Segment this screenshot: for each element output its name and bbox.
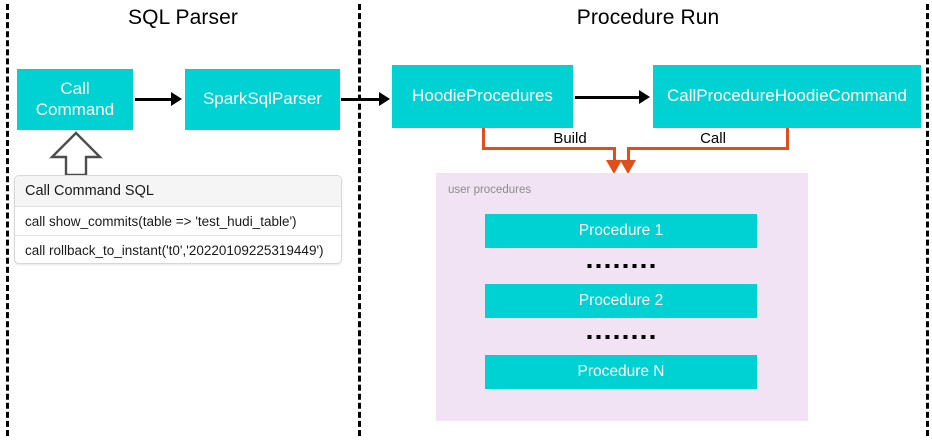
node-spark-sql-parser[interactable]: SparkSqlParser	[185, 69, 340, 130]
procedure-bar-1-label: Procedure 1	[578, 222, 664, 239]
procedure-ellipsis-1	[587, 264, 655, 268]
connector-call-arrow-head	[620, 160, 636, 174]
connector-build-horizontal	[482, 147, 616, 150]
call-command-sql-row-1: call rollback_to_instant('t0','202201092…	[25, 243, 324, 258]
arrow-spark-sql-parser-to-hoodie-procedures	[341, 98, 381, 101]
node-call-command-line1: Call	[60, 79, 90, 99]
connector-build-vertical-left	[482, 128, 485, 150]
section-title-procedure-run: Procedure Run	[576, 6, 720, 29]
node-hoodie-procedures[interactable]: HoodieProcedures	[392, 65, 573, 128]
node-call-command[interactable]: Call Command	[17, 69, 133, 130]
arrow-head-to-call-procedure-hoodie-command	[639, 90, 650, 104]
call-command-sql-card-header: Call Command SQL	[15, 176, 341, 207]
edge-label-call: Call	[695, 130, 731, 147]
procedure-bar-n[interactable]: Procedure N	[485, 355, 757, 389]
node-spark-sql-parser-label: SparkSqlParser	[202, 89, 323, 109]
procedure-bar-n-label: Procedure N	[577, 363, 665, 380]
node-call-procedure-hoodie-command[interactable]: CallProcedureHoodieCommand	[653, 65, 921, 128]
arrow-head-to-spark-sql-parser	[171, 92, 182, 106]
procedure-bar-1[interactable]: Procedure 1	[485, 214, 757, 248]
arrow-hoodie-procedures-to-call-procedure-hoodie-command	[575, 96, 640, 99]
divider-left	[6, 4, 9, 436]
divider-right	[926, 4, 929, 436]
section-title-sql-parser: SQL Parser	[128, 6, 238, 29]
user-procedures-caption: user procedures	[448, 184, 532, 196]
procedure-ellipsis-2	[587, 335, 655, 339]
node-call-command-line2: Command	[35, 99, 115, 119]
arrow-call-command-to-spark-sql-parser	[135, 98, 172, 101]
edge-label-build: Build	[548, 130, 592, 147]
connector-call-horizontal	[627, 147, 789, 150]
procedure-bar-2[interactable]: Procedure 2	[485, 284, 757, 318]
call-command-sql-row-0: call show_commits(table => 'test_hudi_ta…	[15, 207, 341, 236]
node-hoodie-procedures-label: HoodieProcedures	[412, 86, 553, 106]
call-command-sql-card: Call Command SQL call show_commits(table…	[14, 175, 342, 264]
arrow-head-to-hoodie-procedures	[379, 92, 390, 106]
connector-build-vertical-down	[613, 147, 616, 163]
connector-call-vertical-down	[627, 147, 630, 163]
procedure-bar-2-label: Procedure 2	[578, 292, 664, 309]
node-call-command-text: Call Command	[36, 79, 114, 119]
connector-call-vertical-right	[786, 128, 789, 150]
divider-middle	[358, 4, 361, 436]
node-call-procedure-hoodie-command-label: CallProcedureHoodieCommand	[666, 86, 907, 106]
connector-build-arrow-head	[606, 160, 622, 174]
